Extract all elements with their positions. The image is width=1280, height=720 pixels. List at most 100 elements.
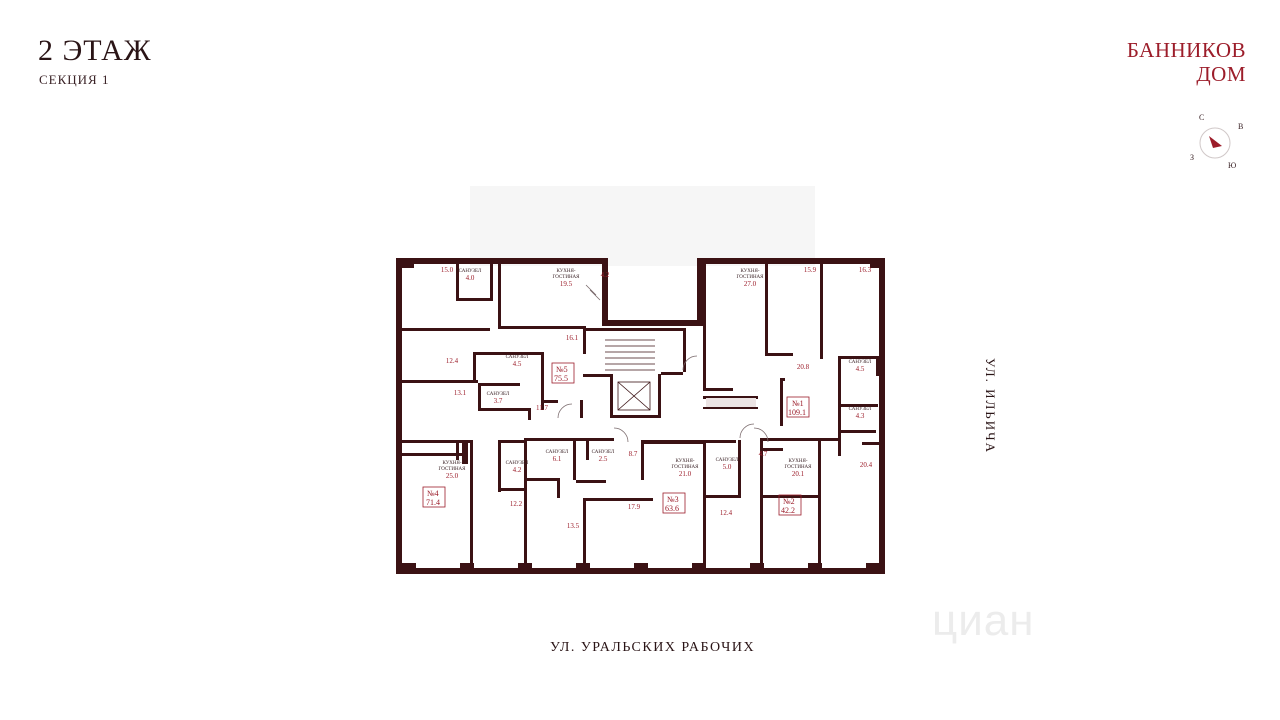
room-area: 12.4 — [446, 357, 459, 365]
room-r14: 20.8 — [797, 363, 810, 371]
room-area: 5.0 — [723, 463, 732, 471]
room-area: 13.5 — [567, 522, 580, 530]
room-r8: 13.1 — [454, 389, 467, 397]
room-label-line: САНУЗЕЛ — [592, 450, 615, 455]
balcony-strip — [706, 398, 756, 407]
room-r5: 16.1 — [566, 334, 579, 342]
room-label-line: КУХНЯ- — [741, 269, 760, 274]
room-label-line: САНУЗЕЛ — [849, 360, 872, 365]
brand-line-2: ДОМ — [1196, 62, 1246, 86]
watermark-logo: циан — [932, 596, 1035, 645]
room-area: 21.0 — [679, 470, 692, 478]
room-area: 12.4 — [720, 509, 733, 517]
room-r13: 16.3 — [859, 266, 872, 274]
apt3-badge-box — [662, 492, 686, 514]
room-label-line: САНУЗЕЛ — [849, 407, 872, 412]
room-area: 6.1 — [553, 455, 562, 463]
apt2-badge-box — [778, 494, 802, 516]
room-area: 25.0 — [446, 472, 459, 480]
street-label-right: УЛ. ИЛЬИЧА — [982, 358, 998, 454]
room-label-line: САНУЗЕЛ — [487, 392, 510, 397]
apt4-number: №4 — [427, 489, 439, 498]
room-r12: 15.9 — [804, 266, 817, 274]
compass-south: Ю — [1228, 161, 1236, 170]
apt5-number: №5 — [556, 365, 568, 374]
room-label-line: КУХНЯ- — [676, 459, 695, 464]
room-area: 16.3 — [859, 266, 872, 274]
room-area: 4.2 — [513, 466, 522, 474]
compass-west: З — [1190, 153, 1194, 162]
room-r23: 8.7 — [629, 450, 638, 458]
room-area: 15.9 — [804, 266, 817, 274]
courtyard-shade — [470, 186, 815, 266]
compass-north: С — [1199, 113, 1204, 122]
room-r6: 12.4 — [446, 357, 459, 365]
apt2-number: №2 — [783, 497, 795, 506]
room-label-line: КУХНЯ- — [789, 459, 808, 464]
room-r17: 20.4 — [860, 461, 873, 469]
room-label-line: САНУЗЕЛ — [546, 450, 569, 455]
room-area: 20.1 — [792, 470, 805, 478]
apartment-badges: №5 75.5 №1 109.1 №4 71.4 №3 63.6 №2 42.2 — [422, 362, 810, 516]
room-r10: 11.7 — [536, 404, 548, 412]
room-area: 4.5 — [856, 365, 865, 373]
section-label: СЕКЦИЯ 1 — [39, 72, 110, 87]
room-area: 2.5 — [599, 455, 608, 463]
compass-icon: С В З Ю — [1190, 113, 1243, 170]
room-area: 19.5 — [560, 280, 573, 288]
room-r30: 12.4 — [720, 509, 733, 517]
room-label-line: ГОСТИНАЯ — [553, 275, 581, 280]
apt5-area: 75.5 — [554, 374, 568, 383]
street-label-bottom: УЛ. УРАЛЬСКИХ РАБОЧИХ — [550, 640, 756, 655]
apt1-area: 109.1 — [788, 408, 806, 417]
room-label-line: КУХНЯ- — [443, 461, 462, 466]
room-label-line: ГОСТИНАЯ — [737, 275, 765, 280]
room-area: 27.0 — [744, 280, 757, 288]
compass-east: В — [1238, 122, 1243, 131]
brand-logo: БАННИКОВ ДОМ — [1127, 38, 1246, 86]
apt2-area: 42.2 — [781, 506, 795, 515]
room-area: 4.2 — [601, 271, 610, 279]
room-area: 20.4 — [860, 461, 873, 469]
room-r4: 4.2 — [601, 271, 610, 279]
room-label-line: САНУЗЕЛ — [506, 355, 529, 360]
apt5-badge-box — [551, 362, 575, 384]
room-area: 15.0 — [441, 266, 454, 274]
stair-treads — [605, 339, 655, 411]
apt1-number: №1 — [792, 399, 804, 408]
apt1-badge-box — [786, 396, 810, 418]
floor-title: 2 ЭТАЖ — [38, 34, 152, 67]
room-r26: 4.7 — [759, 450, 768, 458]
room-area: 4.0 — [466, 274, 475, 282]
room-label-line: САНУЗЕЛ — [506, 461, 529, 466]
room-label-line: ГОСТИНАЯ — [439, 467, 467, 472]
room-label-line: САНУЗЕЛ — [716, 458, 739, 463]
room-area: 12.2 — [510, 500, 523, 508]
apt4-badge-box — [422, 486, 446, 508]
apt3-area: 63.6 — [665, 504, 679, 513]
room-label-line: САНУЗЕЛ — [459, 269, 482, 274]
room-r28: 13.5 — [567, 522, 580, 530]
brand-line-1: БАННИКОВ — [1126, 38, 1246, 62]
apt3-number: №3 — [667, 495, 679, 504]
room-area: 4.3 — [856, 412, 865, 420]
room-area: 17.9 — [628, 503, 641, 511]
room-label-line: КУХНЯ- — [557, 269, 576, 274]
room-area: 20.8 — [797, 363, 810, 371]
room-area: 3.7 — [494, 397, 503, 405]
room-r29: 17.9 — [628, 503, 641, 511]
